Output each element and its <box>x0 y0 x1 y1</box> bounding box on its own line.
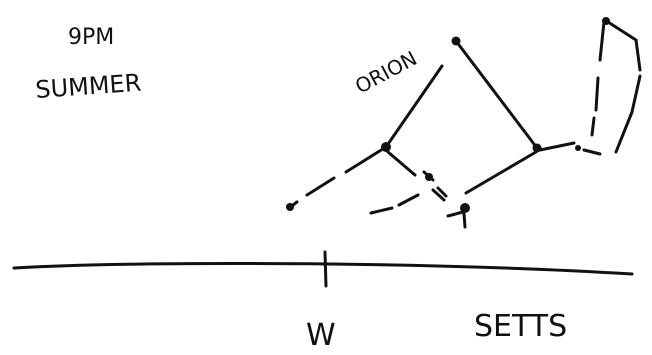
star <box>451 36 461 46</box>
orion-line <box>590 116 596 137</box>
orion-line <box>582 148 602 156</box>
orion-line <box>606 20 642 72</box>
orion-line <box>446 210 465 218</box>
star <box>381 142 391 152</box>
orion-line <box>538 141 576 152</box>
orion-line <box>436 186 448 198</box>
orion-line <box>462 212 467 229</box>
star <box>425 173 433 181</box>
horizon-line <box>12 262 634 276</box>
star <box>532 143 542 153</box>
star <box>460 203 470 213</box>
orion-line <box>464 150 538 195</box>
orion-line <box>397 193 420 207</box>
sets-label: SETTS <box>474 309 567 344</box>
orion-line <box>614 74 642 154</box>
orion-line <box>344 145 388 174</box>
orion-line <box>384 64 444 149</box>
time-label: 9PM <box>68 25 114 50</box>
season-label: SUMMER <box>34 69 142 104</box>
star <box>575 145 581 151</box>
orion-line <box>386 150 417 177</box>
west-tick <box>323 250 328 288</box>
west-direction-label: W <box>306 318 336 353</box>
constellation-label: ORION <box>351 46 421 98</box>
orion-line <box>594 76 600 112</box>
orion-line <box>598 20 606 62</box>
orion-line <box>454 39 539 150</box>
orion-line <box>305 176 336 197</box>
orion-line <box>369 206 394 215</box>
star <box>602 17 610 25</box>
orion-line <box>431 188 446 202</box>
star <box>286 203 294 211</box>
